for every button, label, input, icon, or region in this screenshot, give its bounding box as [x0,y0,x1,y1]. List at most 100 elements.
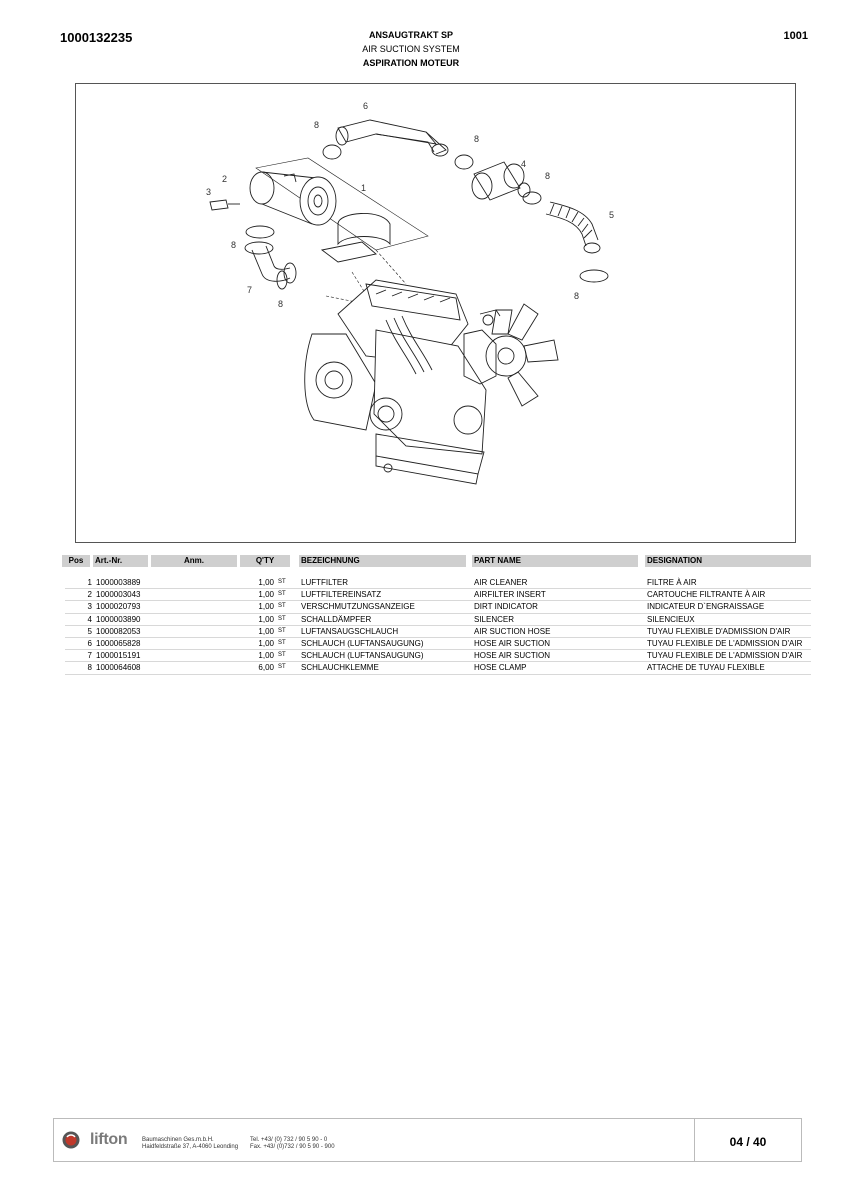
pos-cell: 8 [87,663,92,673]
pos-cell: 2 [87,590,92,600]
qty-cell: 1,00 [258,602,274,612]
callout-6: 6 [363,101,368,111]
callout-1: 1 [361,183,366,193]
english-name-cell: SILENCER [474,614,515,624]
callout-8a: 8 [314,120,319,130]
parts-table-header: Pos Art.-Nr. Anm. Q'TY BEZEICHNUNG PART … [0,555,842,567]
page-number: 04 / 40 [729,1135,767,1149]
english-name-cell: HOSE CLAMP [474,663,527,673]
engine-exploded-drawing: 6 8 8 2 3 1 4 8 5 8 7 8 8 [206,101,614,485]
qty-cell: 1,00 [258,614,274,624]
qty-cell: 1,00 [258,651,274,661]
french-name-cell: TUYAU FLEXIBLE D'ADMISSION D'AIR [647,626,791,636]
art-nr-cell: 1000003889 [96,578,141,587]
qty-cell: 1,00 [258,626,274,636]
document-number: 1000132235 [60,30,133,45]
title-english: AIR SUCTION SYSTEM [362,44,460,54]
unit-cell: ST [278,652,286,659]
callout-8b: 8 [474,134,479,144]
english-name-cell: AIR SUCTION HOSE [474,626,551,636]
callout-2: 2 [222,174,227,184]
unit-cell: ST [278,664,286,671]
french-name-cell: TUYAU FLEXIBLE DE L'ADMISSION D'AIR [647,651,803,661]
art-nr-cell: 1000064608 [96,663,141,673]
french-name-cell: CARTOUCHE FILTRANTE À AIR [647,590,766,600]
french-name-cell: TUYAU FLEXIBLE DE L'ADMISSION D'AIR [647,638,803,648]
art-nr-cell: 1000015191 [96,651,141,661]
page-code: 1001 [783,30,808,42]
col-designation: DESIGNATION [645,555,811,567]
title-french: ASPIRATION MOTEUR [362,58,460,68]
col-pos: Pos [62,555,90,567]
art-nr-cell: 1000082053 [96,626,141,636]
callout-labels: 6 8 8 2 3 1 4 8 5 8 7 8 8 [206,101,614,309]
company-address: Baumaschinen Ges.m.b.H. Haidfeldstraße 3… [142,1137,238,1151]
unit-cell: ST [278,639,286,646]
col-part-name: PART NAME [472,555,638,567]
unit-cell: ST [278,579,286,585]
col-art-nr: Art.-Nr. [93,555,148,567]
unit-cell: ST [278,603,286,610]
art-nr-cell: 1000065828 [96,638,141,648]
pos-cell: 5 [87,626,92,636]
german-name-cell: VERSCHMUTZUNGSANZEIGE [301,602,415,612]
company-name: Baumaschinen Ges.m.b.H. [142,1137,214,1143]
table-row: 1 1000003889 1,00 ST LUFTFILTER AIR CLEA… [65,577,811,590]
german-name-cell: SCHLAUCHKLEMME [301,663,379,673]
callout-8c: 8 [545,171,550,181]
callout-8e: 8 [278,299,283,309]
german-name-cell: LUFTFILTEREINSATZ [301,590,382,600]
unit-cell: ST [278,615,286,622]
parts-table: 1 1000003889 1,00 ST LUFTFILTER AIR CLEA… [65,577,811,675]
title-block: ANSAUGTRAKT SP AIR SUCTION SYSTEM ASPIRA… [300,28,522,70]
table-row: 3 1000020793 1,00 ST VERSCHMUTZUNGSANZEI… [65,601,811,614]
callout-3: 3 [206,187,211,197]
french-name-cell: FILTRE À AIR [647,578,697,587]
phone-number: Tel. +43/ (0) 732 / 90 5 90 - 0 [250,1137,328,1143]
english-name-cell: AIR CLEANER [474,578,528,587]
english-name-cell: AIRFILTER INSERT [474,590,546,600]
company-contact: Tel. +43/ (0) 732 / 90 5 90 - 0 Fax. +43… [250,1137,335,1151]
english-name-cell: HOSE AIR SUCTION [474,638,551,648]
col-anm: Anm. [151,555,237,567]
callout-8f: 8 [574,291,579,301]
col-qty: Q'TY [240,555,290,567]
fax-number: Fax. +43/ (0)732 / 90 5 90 - 900 [250,1144,335,1150]
german-name-cell: SCHALLDÄMPFER [301,614,372,624]
german-name-cell: SCHLAUCH (LUFTANSAUGUNG) [301,651,424,661]
qty-cell: 1,00 [258,578,274,587]
qty-cell: 6,00 [258,663,274,673]
street-address: Haidfeldstraße 37, A-4060 Leonding [142,1144,239,1150]
german-name-cell: LUFTFILTER [301,578,348,587]
table-row: 8 1000064608 6,00 ST SCHLAUCHKLEMME HOSE… [65,662,811,675]
brand-name: lifton [90,1131,128,1148]
french-name-cell: ATTACHE DE TUYAU FLEXIBLE [647,663,765,673]
art-nr-cell: 1000020793 [96,602,141,612]
table-row: 6 1000065828 1,00 ST SCHLAUCH (LUFTANSAU… [65,638,811,651]
qty-cell: 1,00 [258,638,274,648]
callout-5: 5 [609,210,614,220]
pos-cell: 4 [87,614,92,624]
lifton-logo-icon [62,1131,80,1149]
table-row: 4 1000003890 1,00 ST SCHALLDÄMPFER SILEN… [65,614,811,626]
page-footer: lifton Baumaschinen Ges.m.b.H. Haidfelds… [53,1118,802,1162]
english-name-cell: HOSE AIR SUCTION [474,651,551,661]
title-german: ANSAUGTRAKT SP [368,30,453,40]
callout-7: 7 [247,285,252,295]
german-name-cell: LUFTANSAUGSCHLAUCH [301,626,399,636]
art-nr-cell: 1000003890 [96,614,141,624]
art-nr-cell: 1000003043 [96,590,141,600]
col-bezeichnung: BEZEICHNUNG [299,555,466,567]
pos-cell: 7 [87,651,92,661]
unit-cell: ST [278,591,286,598]
pos-cell: 3 [87,602,92,612]
table-row: 2 1000003043 1,00 ST LUFTFILTEREINSATZ A… [65,589,811,602]
exploded-view-figure: 6 8 8 2 3 1 4 8 5 8 7 8 8 [75,83,796,543]
french-name-cell: SILENCIEUX [647,614,695,624]
footer-divider [694,1119,695,1161]
french-name-cell: INDICATEUR D`ENGRAISSAGE [647,602,765,612]
english-name-cell: DIRT INDICATOR [474,602,538,612]
pos-cell: 1 [87,578,92,587]
table-row: 5 1000082053 1,00 ST LUFTANSAUGSCHLAUCH … [65,626,811,638]
callout-4: 4 [521,159,526,169]
